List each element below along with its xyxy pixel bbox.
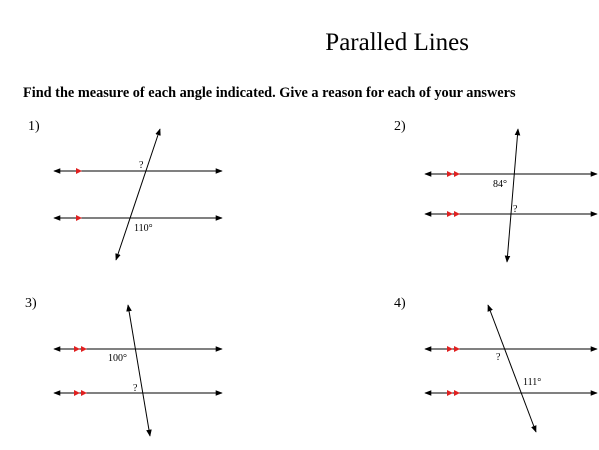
angle-label-unknown: ?	[513, 204, 518, 215]
instructions: Find the measure of each angle indicated…	[23, 85, 516, 101]
parallel-mark	[74, 346, 80, 352]
parallel-mark	[447, 346, 453, 352]
angle-label-unknown: ?	[133, 383, 138, 394]
parallel-mark	[447, 390, 453, 396]
problem-1-diagram: ? 110°	[53, 128, 223, 261]
problem-4-diagram: ? 111°	[424, 304, 598, 433]
angle-label-unknown: ?	[496, 352, 501, 363]
parallel-mark	[76, 168, 82, 174]
parallel-mark	[454, 390, 460, 396]
transversal	[504, 128, 521, 263]
parallel-mark	[454, 211, 460, 217]
transversal	[487, 304, 537, 433]
angle-label-unknown: ?	[139, 160, 144, 171]
parallel-mark	[454, 171, 460, 177]
problem-2-diagram: 84° ?	[424, 128, 598, 263]
problem-1-number: 1)	[28, 119, 40, 134]
problem-3-diagram: 100° ?	[53, 304, 223, 437]
problem-3-number: 3)	[25, 296, 37, 311]
parallel-mark	[447, 171, 453, 177]
parallel-mark	[81, 346, 87, 352]
problem-2-number: 2)	[394, 119, 406, 134]
parallel-mark	[74, 390, 80, 396]
transversal	[126, 304, 152, 437]
angle-label: 84°	[493, 179, 507, 190]
parallel-mark	[81, 390, 87, 396]
transversal	[115, 128, 161, 261]
parallel-mark	[447, 211, 453, 217]
parallel-mark	[76, 215, 82, 221]
angle-label: 111°	[523, 377, 541, 388]
parallel-mark	[454, 346, 460, 352]
problem-4-number: 4)	[394, 296, 406, 311]
page-title: Paralled Lines	[325, 29, 469, 56]
angle-label: 100°	[108, 353, 127, 364]
angle-label: 110°	[134, 223, 153, 234]
